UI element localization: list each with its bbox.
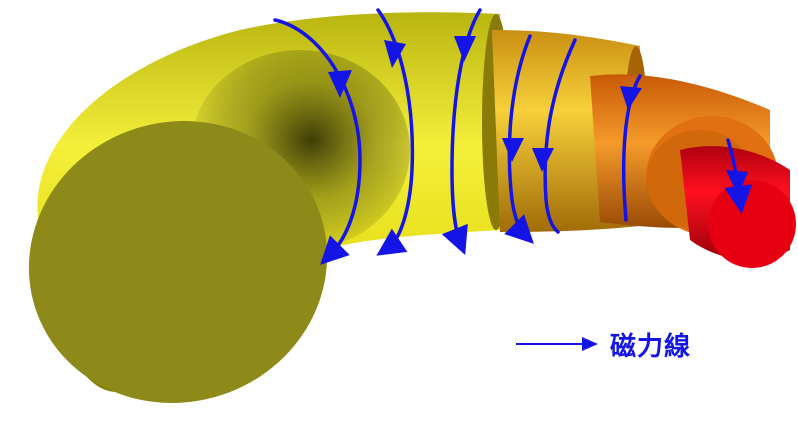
legend: 磁力線	[514, 326, 691, 362]
legend-arrow-icon	[514, 334, 600, 354]
legend-label: 磁力線	[610, 326, 691, 363]
red-core-cap	[708, 180, 796, 268]
